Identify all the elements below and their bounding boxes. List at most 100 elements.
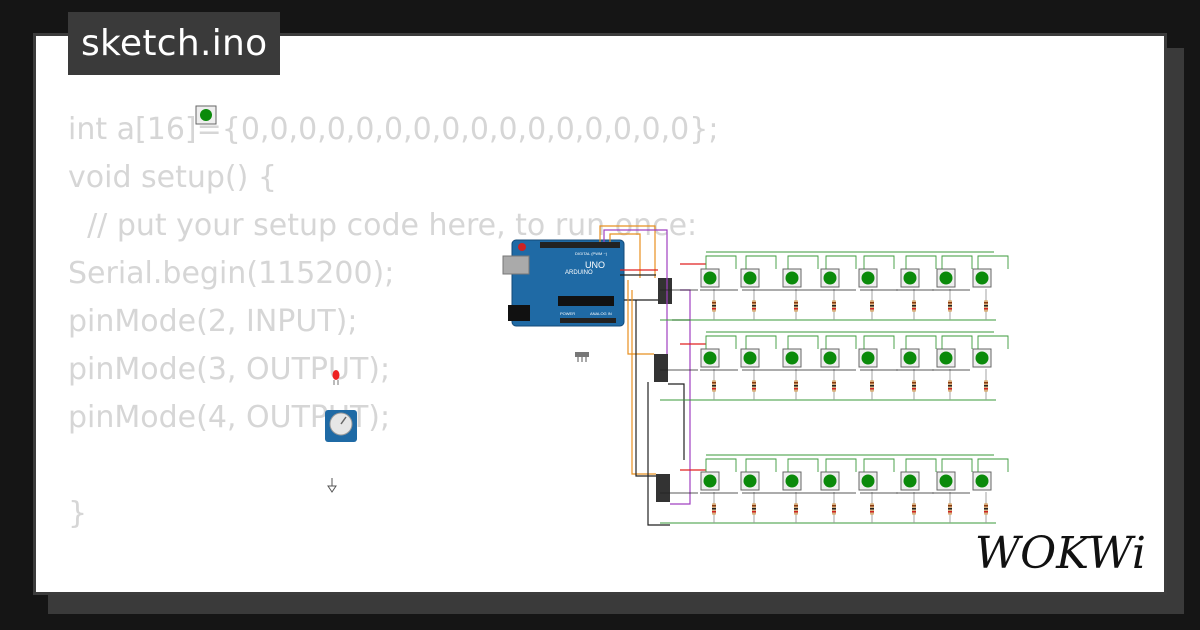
pushbutton[interactable] — [858, 268, 878, 288]
resistor[interactable] — [984, 492, 988, 523]
resistor[interactable] — [948, 289, 952, 320]
resistor[interactable] — [870, 289, 874, 320]
analog-header-label: ANALOG IN — [590, 311, 612, 316]
wire — [977, 255, 1009, 269]
pushbutton[interactable] — [740, 471, 760, 491]
pushbutton[interactable] — [740, 348, 760, 368]
wire — [941, 335, 973, 349]
wire — [787, 335, 819, 349]
code-line: pinMode(3, OUTPUT); — [68, 352, 391, 387]
pushbutton[interactable] — [782, 471, 802, 491]
wire — [941, 458, 973, 472]
resistor[interactable] — [984, 289, 988, 320]
mux-module-3[interactable] — [656, 474, 670, 502]
resistor[interactable] — [752, 492, 756, 523]
resistor[interactable] — [870, 492, 874, 523]
resistor[interactable] — [752, 289, 756, 320]
resistor[interactable] — [832, 492, 836, 523]
potentiometer[interactable] — [325, 410, 357, 442]
pushbutton[interactable] — [700, 348, 720, 368]
analog-header — [560, 318, 616, 323]
wire — [745, 335, 777, 349]
wire — [745, 458, 777, 472]
resistor[interactable] — [712, 369, 716, 400]
resistor[interactable] — [832, 289, 836, 320]
sketch-title-badge[interactable]: sketch.ino — [68, 12, 281, 75]
pushbutton[interactable] — [820, 268, 840, 288]
wire — [905, 335, 937, 349]
wire — [825, 335, 857, 349]
pushbutton[interactable] — [782, 268, 802, 288]
slide-switch[interactable] — [575, 352, 589, 362]
wire — [863, 458, 895, 472]
pushbutton[interactable] — [820, 471, 840, 491]
reset-button — [518, 243, 526, 251]
code-line: void setup() { — [68, 160, 277, 195]
arduino-label: ARDUINO — [565, 270, 593, 276]
code-line: } — [68, 496, 88, 531]
pushbutton[interactable] — [936, 348, 956, 368]
ground-symbol — [327, 478, 337, 493]
wire — [705, 458, 737, 472]
pushbutton[interactable] — [900, 348, 920, 368]
atmega-chip — [558, 296, 614, 306]
resistor[interactable] — [752, 369, 756, 400]
pushbutton[interactable] — [900, 268, 920, 288]
resistor[interactable] — [870, 369, 874, 400]
pushbutton[interactable] — [900, 471, 920, 491]
resistor[interactable] — [912, 289, 916, 320]
code-preview: int a[16]={0,0,0,0,0,0,0,0,0,0,0,0,0,0,0… — [68, 106, 719, 592]
wire — [825, 255, 857, 269]
resistor[interactable] — [912, 492, 916, 523]
resistor[interactable] — [948, 369, 952, 400]
arduino-uno-board[interactable]: UNO ARDUINO DIGITAL (PWM ~) POWER ANALOG… — [502, 239, 625, 327]
code-line: Serial.begin(115200); — [68, 256, 395, 291]
pushbutton[interactable] — [700, 471, 720, 491]
wire — [905, 255, 937, 269]
mux-module-1[interactable] — [658, 278, 672, 304]
resistor[interactable] — [712, 289, 716, 320]
button-grid — [660, 251, 1009, 524]
pushbutton[interactable] — [972, 471, 992, 491]
resistor[interactable] — [984, 369, 988, 400]
wire — [825, 458, 857, 472]
pushbutton[interactable] — [782, 348, 802, 368]
wire — [905, 458, 937, 472]
wire — [863, 255, 895, 269]
wire — [977, 335, 1009, 349]
resistor[interactable] — [794, 289, 798, 320]
wire — [745, 255, 777, 269]
resistor[interactable] — [794, 492, 798, 523]
wire — [863, 335, 895, 349]
red-led[interactable] — [332, 370, 340, 385]
resistor[interactable] — [832, 369, 836, 400]
pushbutton[interactable] — [858, 471, 878, 491]
pushbutton[interactable] — [740, 268, 760, 288]
power-header-label: POWER — [560, 311, 575, 316]
mux-module-2[interactable] — [654, 354, 668, 382]
wokwi-logo: WOKWi — [975, 528, 1146, 579]
wire — [705, 335, 737, 349]
code-line: int a[16]={0,0,0,0,0,0,0,0,0,0,0,0,0,0,0… — [68, 112, 719, 147]
code-line: pinMode(4, OUTPUT); — [68, 400, 391, 435]
pushbutton[interactable] — [936, 471, 956, 491]
pushbutton[interactable] — [820, 348, 840, 368]
pushbutton[interactable] — [972, 348, 992, 368]
wire — [941, 255, 973, 269]
pushbutton[interactable] — [858, 348, 878, 368]
pushbutton[interactable] — [972, 268, 992, 288]
resistor[interactable] — [912, 369, 916, 400]
pushbutton[interactable] — [700, 268, 720, 288]
code-line: // put your setup code here, to run once… — [68, 208, 698, 243]
pushbutton-standalone[interactable] — [195, 105, 217, 125]
wire — [787, 458, 819, 472]
wire — [977, 458, 1009, 472]
power-jack — [508, 305, 530, 321]
resistor[interactable] — [948, 492, 952, 523]
digital-header — [540, 242, 620, 248]
resistor[interactable] — [794, 369, 798, 400]
wire — [787, 255, 819, 269]
resistor[interactable] — [712, 492, 716, 523]
usb-port — [502, 255, 530, 275]
pushbutton[interactable] — [936, 268, 956, 288]
